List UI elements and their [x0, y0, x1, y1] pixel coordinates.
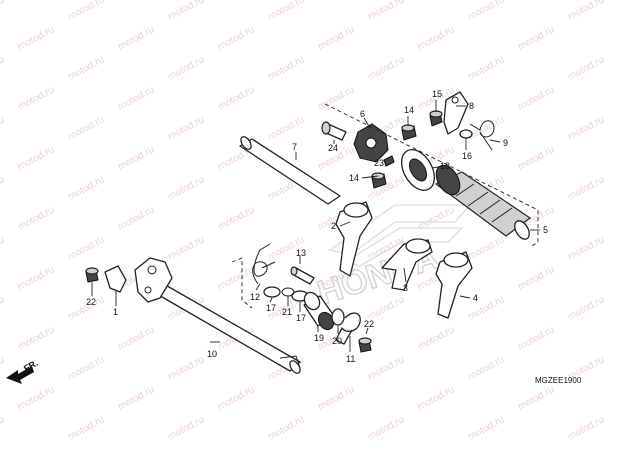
part-13-pin	[290, 266, 315, 285]
part-24-bolt	[321, 121, 347, 141]
callout-8: 8	[469, 101, 474, 111]
diagram-code: MGZEE1900	[535, 376, 582, 385]
callout-7: 7	[292, 142, 297, 152]
part-1-plate	[104, 265, 127, 293]
callout-17: 17	[266, 303, 276, 313]
part-23-dowel-pin	[383, 155, 395, 167]
callout-23: 23	[374, 158, 384, 168]
part-18-bearing	[400, 149, 436, 191]
front-direction-arrow: FR.	[6, 358, 40, 384]
callout-20: 20	[332, 336, 342, 346]
callout-22: 22	[86, 297, 96, 307]
part-21-circlip	[281, 287, 295, 297]
part-11-stopper-arm	[335, 312, 361, 345]
callout-17b: 17	[296, 313, 306, 323]
part-2-shift-fork	[335, 201, 373, 277]
part-3-shift-fork	[381, 238, 433, 291]
part-20-washer	[331, 308, 345, 326]
callout-16: 16	[462, 151, 472, 161]
part-6-shift-drum-center	[353, 123, 389, 163]
callout-11: 11	[346, 354, 355, 364]
part-14-bolt-b	[371, 172, 387, 189]
callout-14b: 14	[349, 173, 359, 183]
part-14-bolt	[401, 124, 417, 141]
callout-6: 6	[360, 109, 365, 119]
callout-10: 10	[207, 349, 217, 359]
callout-4: 4	[473, 293, 478, 303]
part-19-roller	[303, 291, 335, 331]
callout-12: 12	[250, 292, 260, 302]
callout-2: 2	[331, 221, 336, 231]
part-15-bolt	[429, 110, 443, 127]
front-label: FR.	[22, 358, 40, 374]
part-7-fork-shaft	[239, 136, 341, 205]
leader-lines	[91, 100, 540, 352]
callout-22b: 22	[364, 319, 374, 329]
group-bracket-drum	[324, 103, 539, 247]
callout-3: 3	[403, 283, 408, 293]
part-22-bolt-b	[358, 337, 372, 353]
part-22-bolt	[85, 267, 99, 283]
part-9-spring	[469, 120, 495, 151]
part-5-shift-drum	[434, 164, 532, 240]
callout-14: 14	[404, 105, 414, 115]
part-8-hole	[451, 96, 459, 104]
callout-1: 1	[113, 307, 118, 317]
part-16-washer	[459, 129, 473, 139]
group-bracket-spindle	[231, 257, 253, 309]
part-8-stopper-arm	[443, 91, 469, 135]
part-12-return-spring	[252, 243, 276, 285]
part-10-gearshift-spindle	[134, 257, 301, 374]
callout-15: 15	[432, 89, 442, 99]
callout-13: 13	[296, 248, 306, 258]
callout-5: 5	[543, 225, 548, 235]
callouts: 1 2 3 4 5 6 7 8 9 10 11 12 13 14 14 15 1…	[86, 89, 548, 364]
part-17-washer	[263, 286, 281, 298]
callout-21: 21	[282, 307, 292, 317]
callout-18: 18	[440, 161, 450, 171]
callout-9: 9	[503, 138, 508, 148]
part-4-shift-fork	[435, 251, 473, 319]
callout-24: 24	[328, 143, 338, 153]
callout-19: 19	[314, 333, 324, 343]
